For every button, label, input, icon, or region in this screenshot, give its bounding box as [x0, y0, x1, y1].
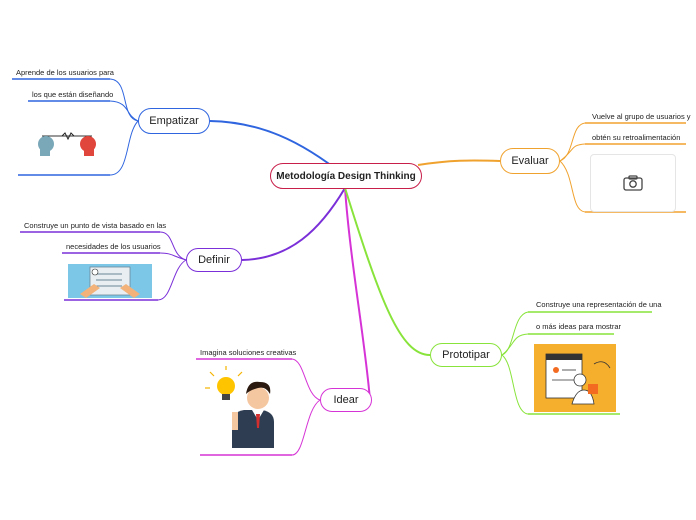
evaluar-text-2: obtén su retroalimentación: [592, 133, 681, 142]
prototipar-text-2: o más ideas para mostrar: [536, 322, 622, 331]
central-topic[interactable]: Metodología Design Thinking: [270, 163, 422, 189]
topic-idear-label: Idear: [333, 394, 359, 406]
central-topic-label: Metodología Design Thinking: [276, 170, 416, 182]
topic-prototipar-label: Prototipar: [442, 349, 490, 361]
topic-evaluar[interactable]: Evaluar: [500, 148, 560, 174]
definir-text-1: Construye un punto de vista basado en la…: [24, 221, 167, 230]
idear-text-1: Imagina soluciones creativas: [200, 348, 297, 357]
topic-empatizar[interactable]: Empatizar: [138, 108, 210, 134]
camera-icon[interactable]: [590, 154, 676, 212]
brain-heads-icon: [32, 124, 102, 160]
prototype-screen-icon: [534, 344, 616, 412]
topic-evaluar-label: Evaluar: [511, 155, 549, 167]
topic-empatizar-label: Empatizar: [149, 115, 199, 127]
topic-definir-label: Definir: [198, 254, 230, 266]
topic-prototipar[interactable]: Prototipar: [430, 343, 502, 367]
definir-text-2: necesidades de los usuarios: [66, 242, 161, 251]
topic-definir[interactable]: Definir: [186, 248, 242, 272]
empatizar-text-1: Aprende de los usuarios para: [16, 68, 114, 77]
empatizar-text-2: los que están diseñando: [32, 90, 114, 99]
checklist-document-icon: [68, 264, 152, 298]
evaluar-text-1: Vuelve al grupo de usuarios y: [592, 112, 691, 121]
topic-idear[interactable]: Idear: [320, 388, 372, 412]
lightbulb-businessman-icon: [204, 366, 292, 454]
prototipar-text-1: Construye una representación de una: [536, 300, 662, 309]
